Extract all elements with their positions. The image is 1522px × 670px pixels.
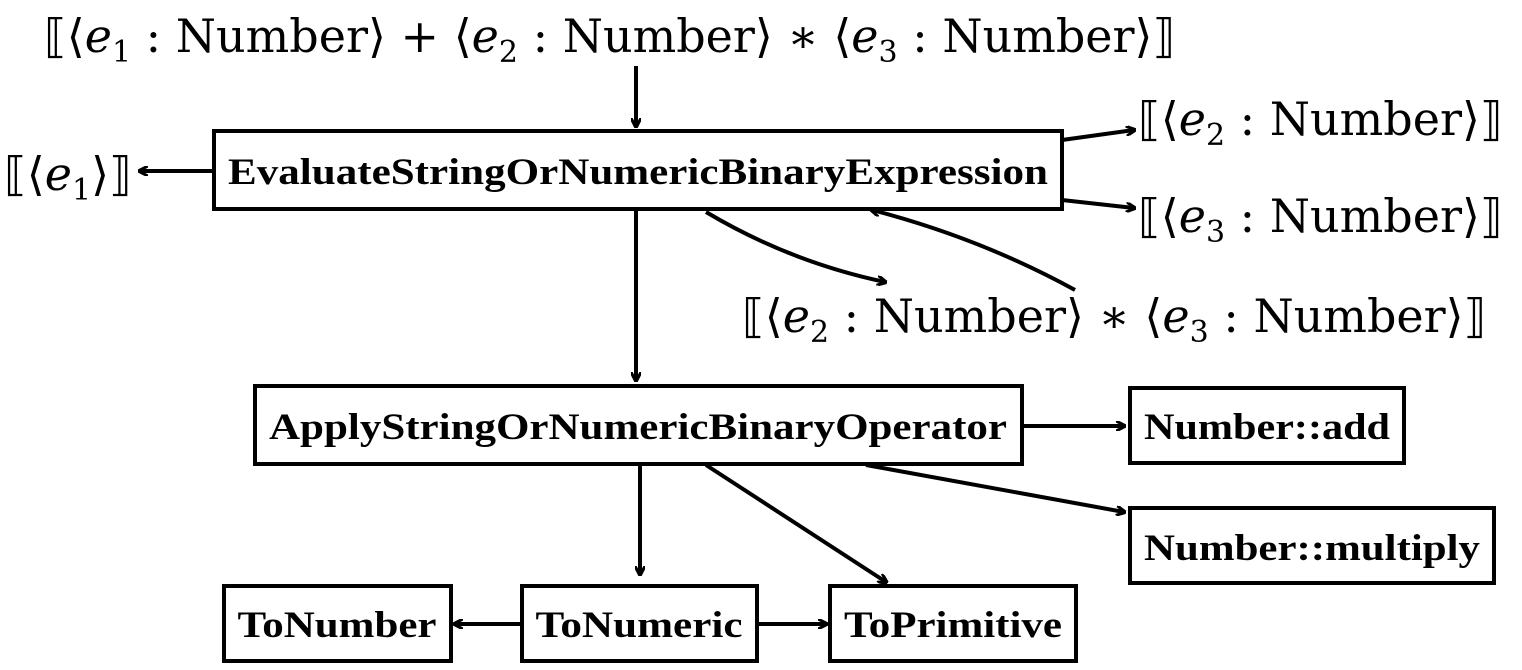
node-apply: ApplyStringOrNumericBinaryOperator bbox=[253, 384, 1024, 466]
node-tonumber-label: ToNumber bbox=[238, 605, 437, 646]
node-toprimitive-label: ToPrimitive bbox=[844, 605, 1062, 646]
node-evaluate: EvaluateStringOrNumericBinaryExpression bbox=[212, 129, 1064, 211]
edge-evaluate-to-e2-times-e3 bbox=[704, 210, 885, 282]
node-toprimitive: ToPrimitive bbox=[828, 584, 1078, 663]
node-tonumeric-label: ToNumeric bbox=[536, 605, 743, 646]
expression-e2-number: ⟦⟨e2 : Number⟩⟧ bbox=[1138, 92, 1503, 153]
node-evaluate-label: EvaluateStringOrNumericBinaryExpression bbox=[228, 152, 1048, 193]
node-number-multiply-label: Number::multiply bbox=[1144, 528, 1481, 569]
node-number-multiply: Number::multiply bbox=[1128, 506, 1496, 585]
edge-apply-to-toprimitive bbox=[704, 463, 886, 582]
edge-apply-to-number-multiply bbox=[865, 463, 1124, 512]
node-tonumber: ToNumber bbox=[222, 584, 453, 663]
node-number-add-label: Number::add bbox=[1144, 407, 1390, 448]
edge-evaluate-to-e3 bbox=[1061, 198, 1134, 208]
edge-e2-times-e3-to-evaluate bbox=[872, 210, 1076, 292]
node-apply-label: ApplyStringOrNumericBinaryOperator bbox=[269, 407, 1007, 448]
top-expression: ⟦⟨e1 : Number⟩ + ⟨e2 : Number⟩ ∗ ⟨e3 : N… bbox=[44, 9, 1175, 70]
edge-evaluate-to-e2 bbox=[1061, 130, 1134, 142]
node-tonumeric: ToNumeric bbox=[520, 584, 759, 663]
expression-e2-times-e3: ⟦⟨e2 : Number⟩ ∗ ⟨e3 : Number⟩⟧ bbox=[742, 289, 1486, 350]
node-number-add: Number::add bbox=[1128, 386, 1406, 465]
expression-e1: ⟦⟨e1⟩⟧ bbox=[4, 147, 132, 208]
expression-e3-number: ⟦⟨e3 : Number⟩⟧ bbox=[1138, 189, 1503, 250]
